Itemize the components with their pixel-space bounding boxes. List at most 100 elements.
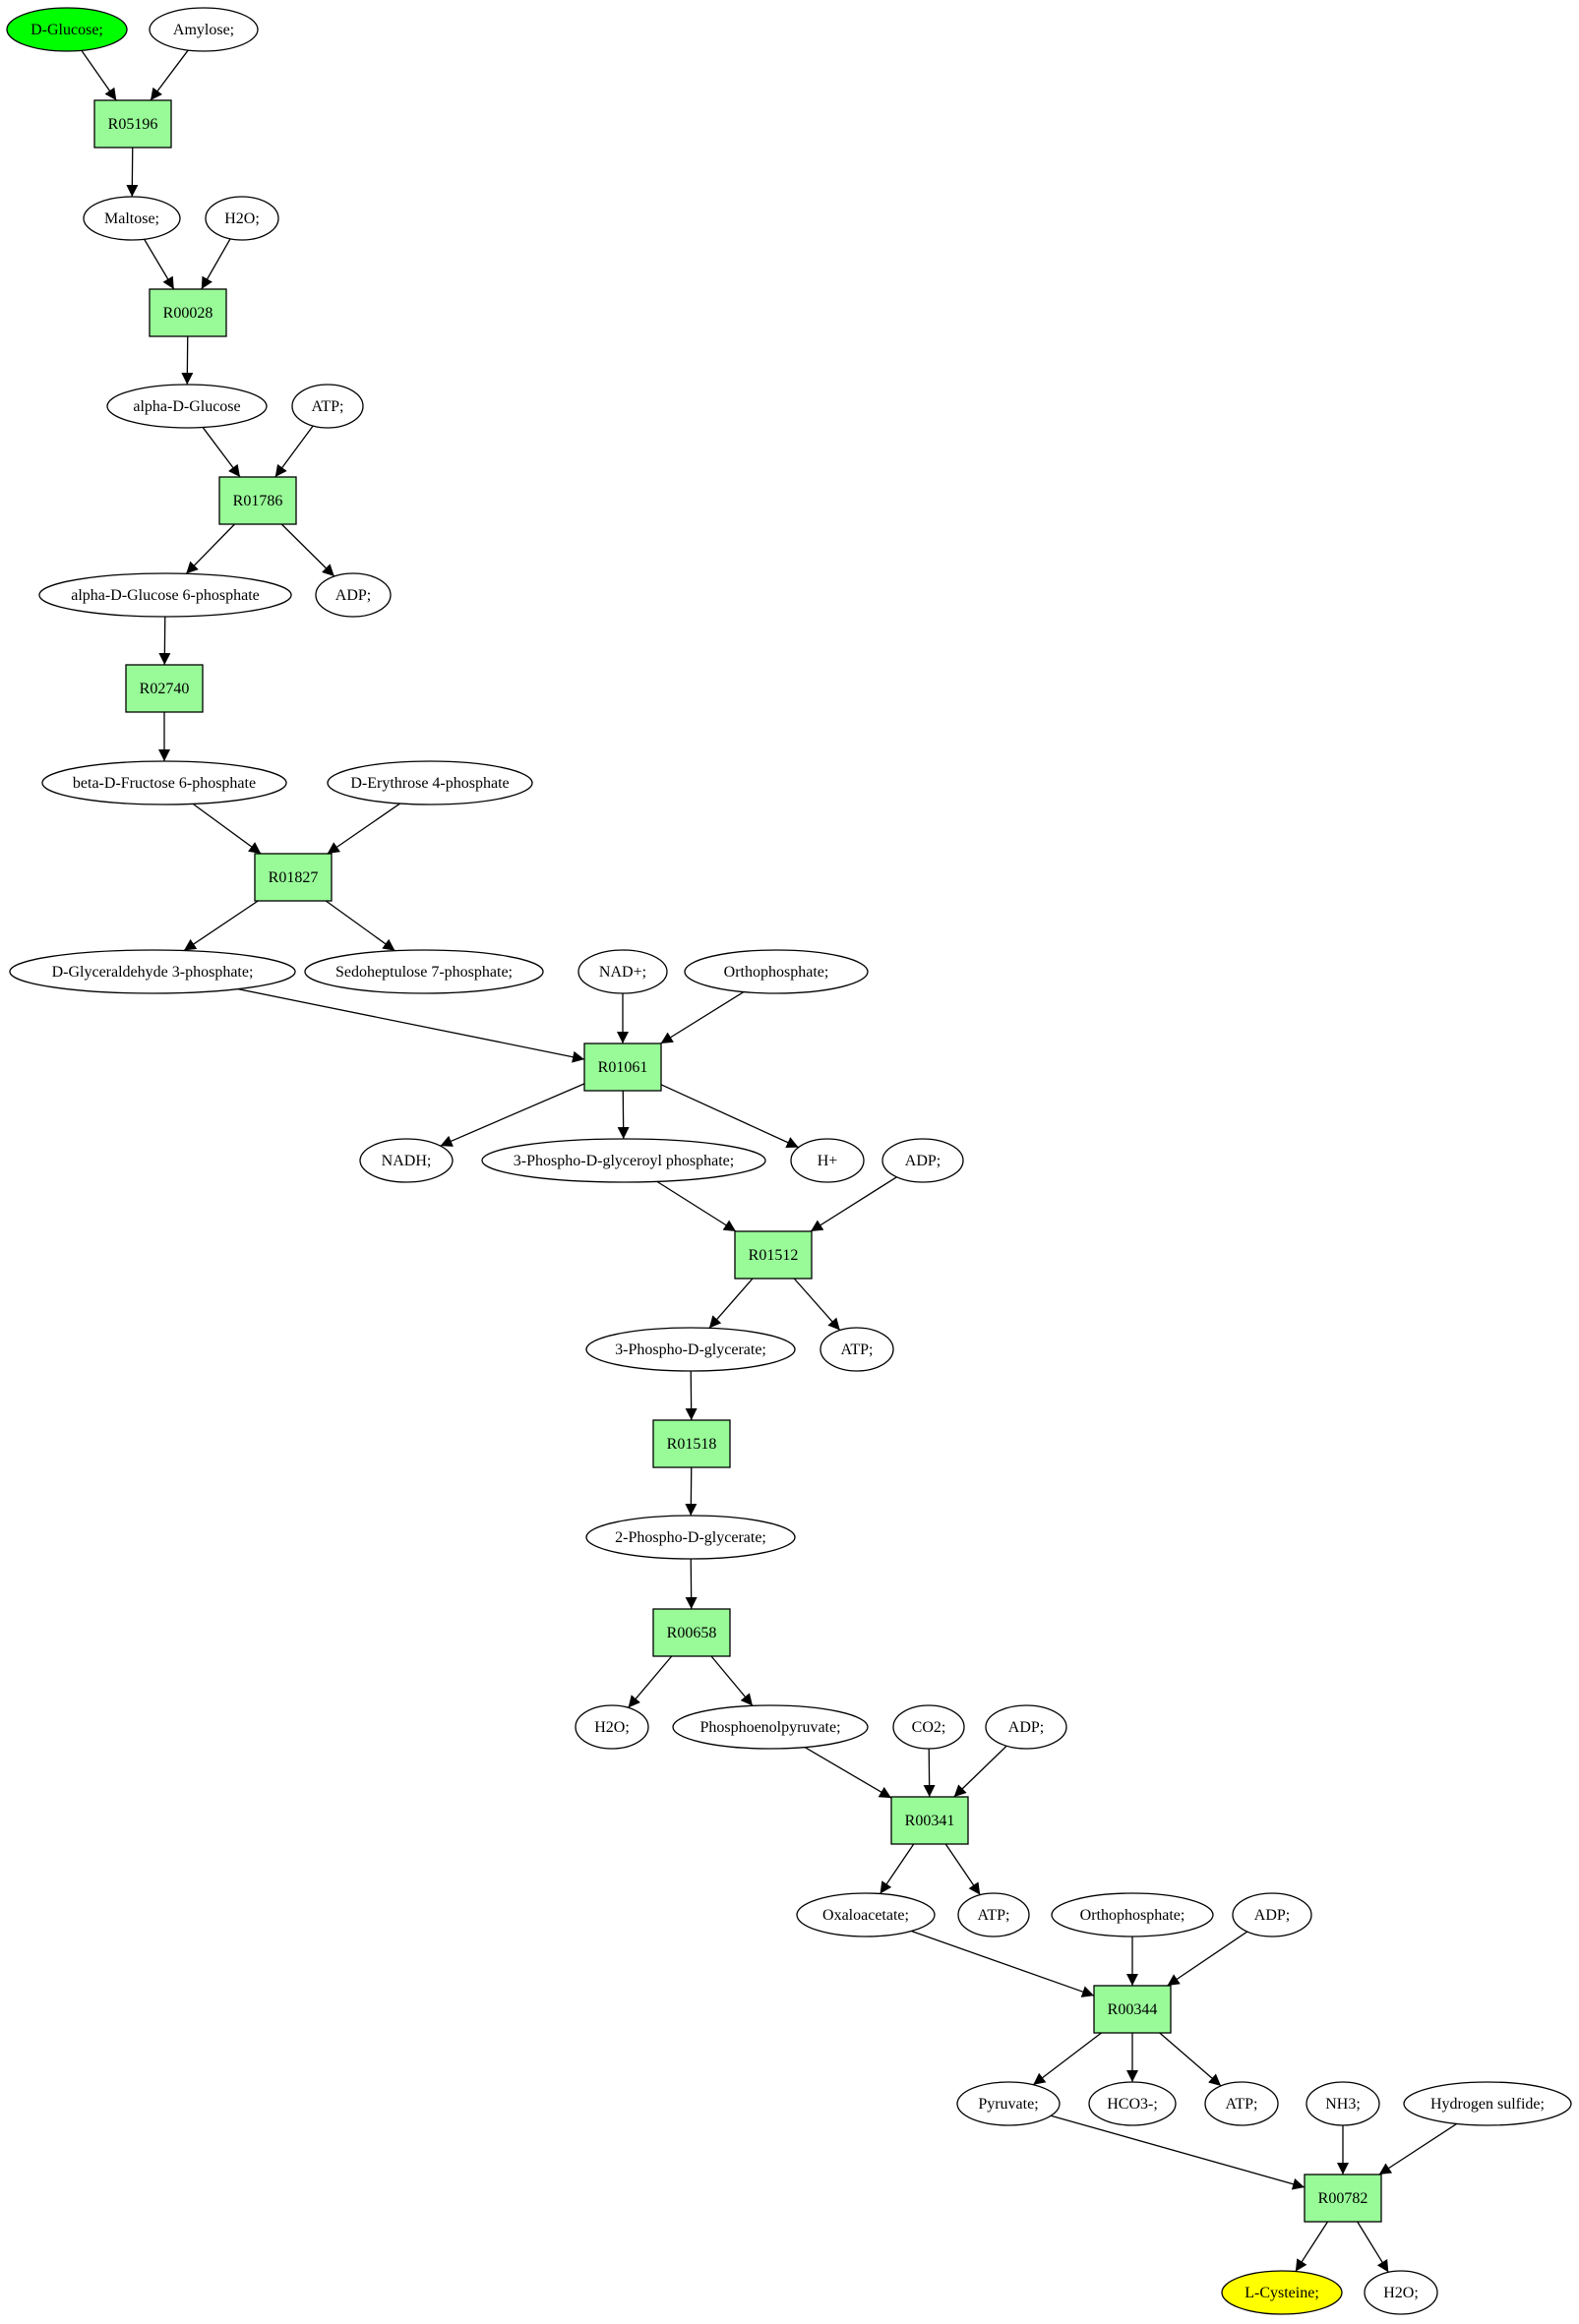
edge-pyr-to-R00782: [1051, 2115, 1306, 2190]
reaction-label: R00028: [163, 305, 213, 322]
metabolite-node-adglucose: alpha-D-Glucose: [106, 384, 268, 429]
edge-atp_1-to-R01786: [274, 425, 314, 478]
reaction-node-r00658: R00658: [652, 1608, 731, 1657]
metabolite-ellipse: [38, 572, 292, 618]
metabolite-node-hplus: H+: [790, 1138, 865, 1183]
metabolite-node-e4p: D-Erythrose 4-phosphate: [327, 760, 533, 805]
edge-adp_2-to-R01512: [810, 1176, 897, 1232]
metabolite-node-nad: NAD+;: [577, 949, 668, 994]
metabolite-node-h2o-1: H2O;: [205, 196, 279, 241]
edge-h2o_1-to-R00028: [201, 238, 231, 290]
metabolite-label: alpha-D-Glucose 6-phosphate: [71, 587, 260, 604]
edge-oaa-to-R00344: [911, 1930, 1095, 1997]
metabolite-label: Amylose;: [173, 22, 234, 38]
metabolite-label: HCO3-;: [1107, 2096, 1158, 2113]
reaction-label: R01518: [667, 1436, 717, 1453]
edge-R00782-to-lcys: [1295, 2221, 1329, 2272]
metabolite-node-adp-3: ADP;: [985, 1704, 1067, 1750]
metabolite-label: ADP;: [1008, 1719, 1044, 1736]
metabolite-node-nadh: NADH;: [359, 1138, 454, 1183]
metabolite-label: Sedoheptulose 7-phosphate;: [335, 964, 513, 981]
reaction-node-r00344: R00344: [1093, 1985, 1172, 2034]
metabolite-ellipse: [684, 949, 869, 994]
metabolite-label: ADP;: [1254, 1907, 1290, 1924]
metabolite-ellipse: [41, 760, 287, 805]
metabolite-ellipse: [1204, 2081, 1279, 2126]
metabolite-node-nh3: NH3;: [1306, 2081, 1380, 2126]
metabolite-label: D-Erythrose 4-phosphate: [350, 775, 509, 792]
metabolite-label: alpha-D-Glucose: [133, 398, 240, 415]
edge-g3p-to-R01061: [237, 987, 585, 1063]
reaction-node-r00028: R00028: [149, 288, 227, 337]
edge-pep-to-R00341: [804, 1747, 892, 1799]
metabolite-label: Hydrogen sulfide;: [1430, 2096, 1545, 2113]
metabolite-label: 3-Phospho-D-glycerate;: [615, 1341, 766, 1358]
edge-3pg-to-R01518: [685, 1370, 698, 1421]
metabolite-node-pep: Phosphoenolpyruvate;: [672, 1704, 869, 1750]
metabolite-node-adp-1: ADP;: [315, 572, 392, 618]
metabolite-node-h2s: Hydrogen sulfide;: [1403, 2081, 1572, 2126]
metabolite-node-oaa: Oxaloacetate;: [796, 1892, 936, 1937]
metabolite-ellipse: [359, 1138, 454, 1183]
metabolite-label: Orthophosphate;: [724, 964, 829, 981]
metabolite-ellipse: [327, 760, 533, 805]
metabolite-ellipse: [291, 384, 364, 429]
edge-R05196-to-maltose: [126, 147, 139, 198]
metabolite-label: L-Cysteine;: [1245, 2285, 1319, 2301]
edges-layer: [81, 49, 1458, 2273]
metabolite-ellipse: [304, 949, 544, 994]
metabolite-label: Maltose;: [104, 210, 159, 227]
edge-maltose-to-R00028: [144, 238, 175, 290]
nodes-layer: D-Glucose; Amylose; Maltose; H2O; alpha-D-Gl…: [6, 7, 1572, 2315]
metabolite-node-pi-2: Orthophosphate;: [1051, 1892, 1214, 1937]
edge-13bpg-to-R01512: [656, 1180, 737, 1232]
reaction-node-r02740: R02740: [125, 664, 204, 713]
edge-R00028-to-adglucose: [181, 335, 194, 386]
metabolite-ellipse: [585, 1515, 796, 1560]
reaction-box: [652, 1608, 731, 1657]
reaction-box: [218, 476, 297, 525]
edge-R01827-to-s7p: [325, 900, 395, 952]
edge-R00344-to-atp_4: [1159, 2032, 1222, 2087]
reaction-node-r01512: R01512: [734, 1230, 813, 1280]
metabolite-label: H2O;: [224, 210, 260, 227]
reaction-box: [890, 1796, 969, 1845]
metabolite-node-pi-1: Orthophosphate;: [684, 949, 869, 994]
metabolite-ellipse: [106, 384, 268, 429]
edge-R01512-to-3pg: [708, 1278, 754, 1329]
reaction-box: [125, 664, 204, 713]
metabolite-ellipse: [6, 7, 128, 52]
reaction-box: [583, 1043, 662, 1092]
edge-dglucose-to-R05196: [81, 49, 117, 101]
metabolite-ellipse: [892, 1704, 965, 1750]
metabolite-label: NH3;: [1325, 2096, 1361, 2113]
edge-h2s-to-R00782: [1378, 2122, 1458, 2175]
metabolite-ellipse: [575, 1704, 649, 1750]
metabolite-ellipse: [1232, 1892, 1312, 1937]
metabolite-ellipse: [1221, 2270, 1343, 2315]
metabolite-node-lcys: L-Cysteine;: [1221, 2270, 1343, 2315]
metabolite-label: D-Glyceraldehyde 3-phosphate;: [52, 964, 254, 981]
metabolite-ellipse: [1088, 2081, 1177, 2126]
metabolite-label: D-Glucose;: [30, 22, 103, 38]
metabolite-ellipse: [1403, 2081, 1572, 2126]
edge-R01786-to-adp_1: [280, 523, 335, 577]
edge-pi_1-to-R01061: [660, 991, 745, 1044]
edge-ag6p-to-R02740: [158, 616, 171, 666]
metabolite-ellipse: [577, 949, 668, 994]
metabolite-ellipse: [985, 1704, 1067, 1750]
reaction-box: [149, 288, 227, 337]
reaction-node-r01518: R01518: [652, 1419, 731, 1468]
metabolite-label: Phosphoenolpyruvate;: [699, 1719, 840, 1736]
edge-2pg-to-R00658: [685, 1558, 698, 1610]
metabolite-label: Pyruvate;: [978, 2096, 1038, 2113]
metabolite-ellipse: [1051, 1892, 1214, 1937]
metabolite-node-atp-3: ATP;: [957, 1892, 1030, 1937]
edge-R00658-to-h2o_2: [628, 1655, 673, 1708]
metabolite-label: beta-D-Fructose 6-phosphate: [73, 775, 256, 792]
reaction-label: R02740: [140, 681, 190, 697]
metabolite-node-2pg: 2-Phospho-D-glycerate;: [585, 1515, 796, 1560]
metabolite-ellipse: [956, 2081, 1061, 2126]
metabolite-node-atp-1: ATP;: [291, 384, 364, 429]
edge-adglucose-to-R01786: [202, 427, 241, 478]
